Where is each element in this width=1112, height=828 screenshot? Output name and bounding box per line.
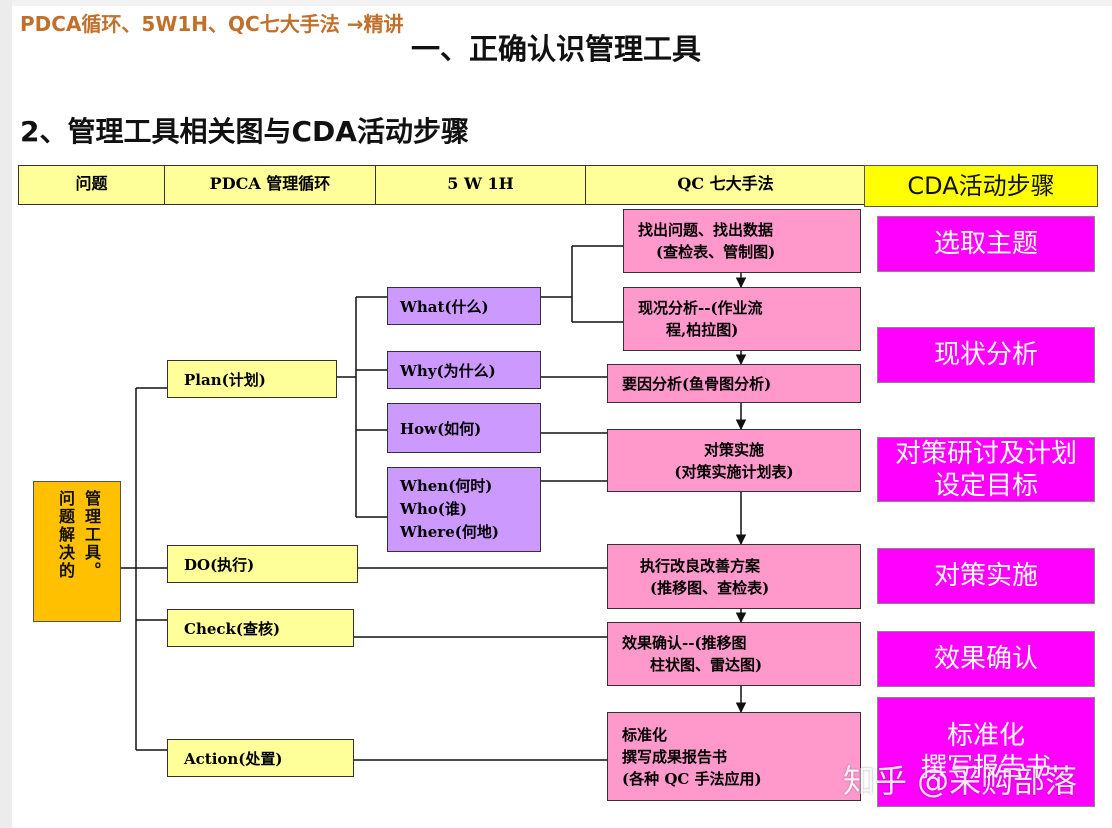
pdca-action: Action(处置) <box>167 739 354 777</box>
watermark: 知乎 @采购部落 <box>843 762 1078 800</box>
cda-step-2-label: 现状分析 <box>933 340 1038 370</box>
main-title: 一、正确认识管理工具 <box>410 32 701 66</box>
w5h1-when: When(何时) <box>400 477 493 495</box>
qc-step-5-line-2: (推移图、查检表) <box>650 578 770 597</box>
left-shade <box>0 0 12 828</box>
header-problem: 问题 <box>18 165 165 205</box>
w5h1-why: Why(为什么) <box>387 351 541 389</box>
qc-step-5: 执行改良改善方案 (推移图、查检表) <box>607 544 861 609</box>
cda-step-3: 对策研讨及计划 设定目标 <box>877 437 1095 502</box>
pdca-check: Check(查核) <box>167 609 354 647</box>
qc-step-4-line-2: (对策实施计划表) <box>674 462 794 481</box>
w5h1-what: What(什么) <box>387 287 541 325</box>
cda-step-6-line-1: 标准化 <box>946 721 1025 751</box>
qc-step-7-line-2: 撰写成果报告书 <box>622 747 728 766</box>
qc-step-4: 对策实施 (对策实施计划表) <box>607 429 861 492</box>
section-title: 2、管理工具相关图与CDA活动步骤 <box>20 115 469 148</box>
header-5w1h: 5 W 1H <box>375 165 586 205</box>
qc-step-1: 找出问题、找出数据 (查检表、管制图) <box>623 209 861 273</box>
qc-step-6-line-1: 效果确认--(推移图 <box>622 634 747 652</box>
cda-step-6-line-2: 撰写报告书 <box>920 753 1051 783</box>
qc-step-5-line-1: 执行改良改善方案 <box>640 556 761 575</box>
cda-step-3-line-2: 设定目标 <box>933 470 1038 501</box>
cda-step-1-label: 选取主题 <box>933 229 1038 259</box>
cda-step-2: 现状分析 <box>877 327 1095 383</box>
qc-step-2-line-2: 程,柏拉图) <box>666 321 739 339</box>
subject-line: PDCA循环、5W1H、QC七大手法 →精讲 <box>20 12 404 36</box>
root-col-1: 问题解决的 <box>56 490 75 580</box>
qc-step-7: 标准化 撰写成果报告书 (各种 QC 手法应用) <box>607 712 861 801</box>
root-col-2: 管理工具。 <box>82 490 101 580</box>
header-qc7: QC 七大手法 <box>585 165 866 205</box>
header-pdca: PDCA 管理循环 <box>164 165 376 205</box>
header-cda: CDA活动步骤 <box>864 165 1098 207</box>
cda-step-5: 效果确认 <box>877 631 1095 687</box>
qc-step-3-line-1: 要因分析(鱼骨图分析) <box>622 374 772 393</box>
qc-step-7-line-1: 标准化 <box>622 725 668 744</box>
w5h1-how: How(如何) <box>387 403 541 453</box>
qc-step-6: 效果确认--(推移图 柱状图、雷达图) <box>607 622 861 686</box>
w5h1-when-who-where: When(何时) Who(谁) Where(何地) <box>387 467 541 552</box>
cda-step-5-label: 效果确认 <box>933 644 1038 674</box>
pdca-plan: Plan(计划) <box>167 360 337 398</box>
pdca-do: DO(执行) <box>167 545 358 583</box>
cda-step-1: 选取主题 <box>877 216 1095 272</box>
cda-step-4: 对策实施 <box>877 548 1095 604</box>
root-box: 问题解决的 管理工具。 <box>33 481 121 622</box>
cda-step-6: 标准化 撰写报告书 <box>877 697 1095 807</box>
w5h1-who: Who(谁) <box>400 500 467 518</box>
qc-step-2: 现况分析--(作业流 程,柏拉图) <box>623 287 861 351</box>
qc-step-3: 要因分析(鱼骨图分析) <box>607 364 861 403</box>
cda-step-3-line-1: 对策研讨及计划 <box>894 438 1077 469</box>
qc-step-7-line-3: (各种 QC 手法应用) <box>622 769 762 788</box>
qc-step-6-line-2: 柱状图、雷达图) <box>650 656 763 674</box>
qc-step-1-line-2: (查检表、管制图) <box>656 243 776 261</box>
top-shade <box>0 0 1112 6</box>
cda-step-4-label: 对策实施 <box>933 561 1038 591</box>
qc-step-2-line-1: 现况分析--(作业流 <box>638 299 763 317</box>
qc-step-1-line-1: 找出问题、找出数据 <box>638 221 774 239</box>
qc-step-4-line-1: 对策实施 <box>703 440 764 459</box>
w5h1-where: Where(何地) <box>400 523 499 541</box>
